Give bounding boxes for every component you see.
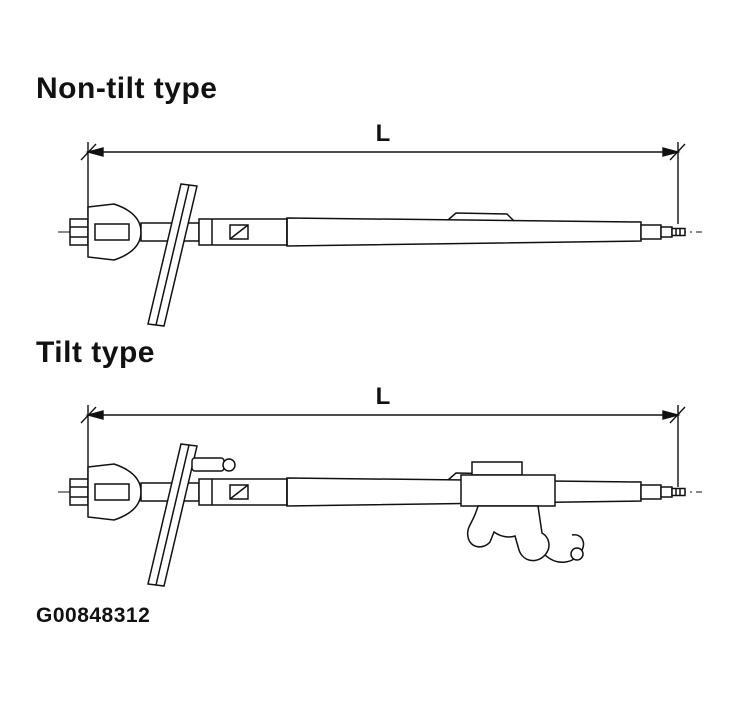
figure-id: G00848312 [36, 604, 151, 627]
non-tilt-diagram: L [57, 120, 703, 327]
steering-column-non-tilt [57, 183, 703, 327]
dimension-label-l-non-tilt: L [376, 120, 391, 147]
dimension-assembly-tilt [80, 404, 686, 488]
diagram-title-tilt: Tilt type [36, 336, 155, 369]
dimension-label-l-tilt: L [376, 383, 391, 410]
tilt-diagram: L [57, 383, 703, 587]
tilt-mechanism [191, 457, 585, 563]
steering-column-tilt [57, 443, 703, 587]
dimension-assembly-non-tilt [80, 141, 686, 225]
diagram-title-non-tilt: Non-tilt type [36, 72, 218, 105]
